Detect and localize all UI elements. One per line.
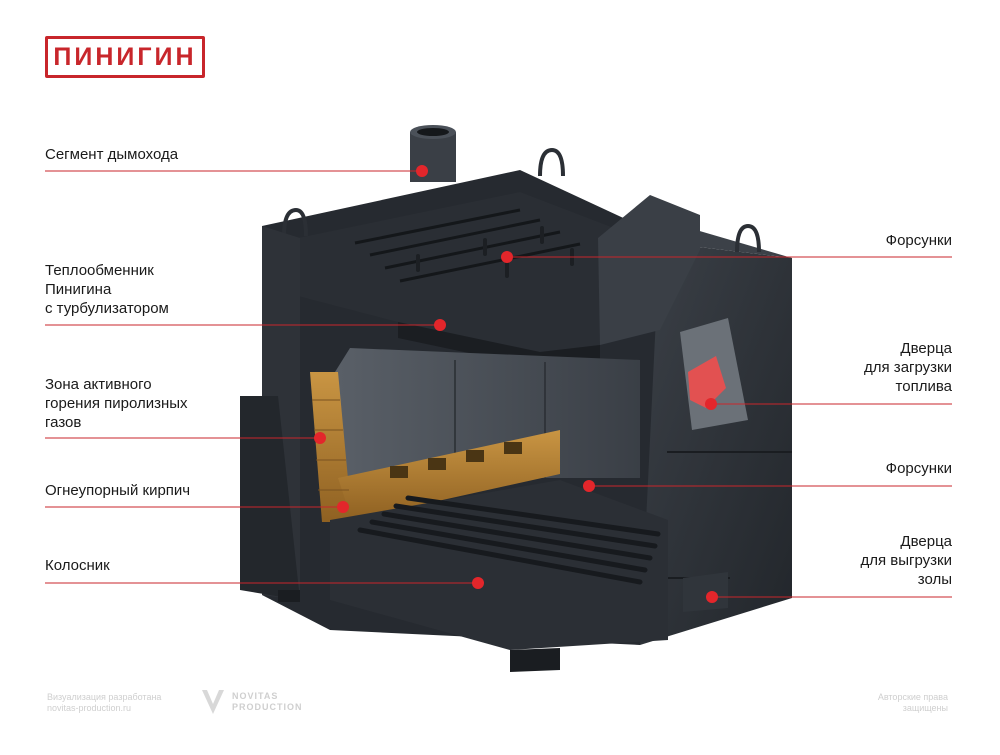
dot-fuel-door — [705, 398, 717, 410]
dot-firebrick — [337, 501, 349, 513]
label-nozzles-top: Форсунки — [885, 232, 952, 249]
label-heat-exchanger: Теплообменник Пинигина с турбулизатором — [45, 262, 169, 317]
label-nozzles-bottom: Форсунки — [885, 460, 952, 477]
firebrick-lining — [310, 372, 560, 522]
grate-chamber — [330, 480, 668, 672]
ash-removal-door — [683, 572, 728, 612]
label-chimney: Сегмент дымохода — [45, 146, 179, 163]
dot-chimney — [416, 165, 428, 177]
label-firebrick: Огнеупорный кирпич — [45, 482, 191, 499]
dot-grate — [472, 577, 484, 589]
boiler-left-wall — [240, 226, 300, 602]
heat-exchanger — [298, 192, 700, 368]
dot-combustion-zone — [314, 432, 326, 444]
lifting-handles — [282, 147, 761, 253]
label-ash-door: Дверца для выгрузки золы — [860, 533, 952, 588]
fuel-loading-door — [680, 318, 748, 430]
footer-copyright: Авторские права защищены — [877, 692, 948, 713]
dot-nozzles-top — [501, 251, 513, 263]
dot-heat-exchanger — [434, 319, 446, 331]
studio-logo-icon — [202, 690, 224, 714]
callout-dots — [314, 165, 718, 603]
callout-lines — [45, 170, 952, 598]
footer-credit: Визуализация разработана novitas-product… — [47, 692, 162, 713]
brand-logo-text: ПИНИГИН — [53, 42, 197, 71]
label-grate: Колосник — [45, 557, 110, 574]
label-combustion-zone: Зона активного горения пиролизных газов — [45, 376, 188, 431]
footer-studio-name: NOVITAS PRODUCTION — [232, 691, 303, 712]
brand-logo: ПИНИГИН — [45, 36, 205, 78]
dot-nozzles-bottom — [583, 480, 595, 492]
label-fuel-door: Дверца для загрузки топлива — [864, 340, 952, 395]
chimney-segment — [410, 125, 456, 182]
dot-ash-door — [706, 591, 718, 603]
